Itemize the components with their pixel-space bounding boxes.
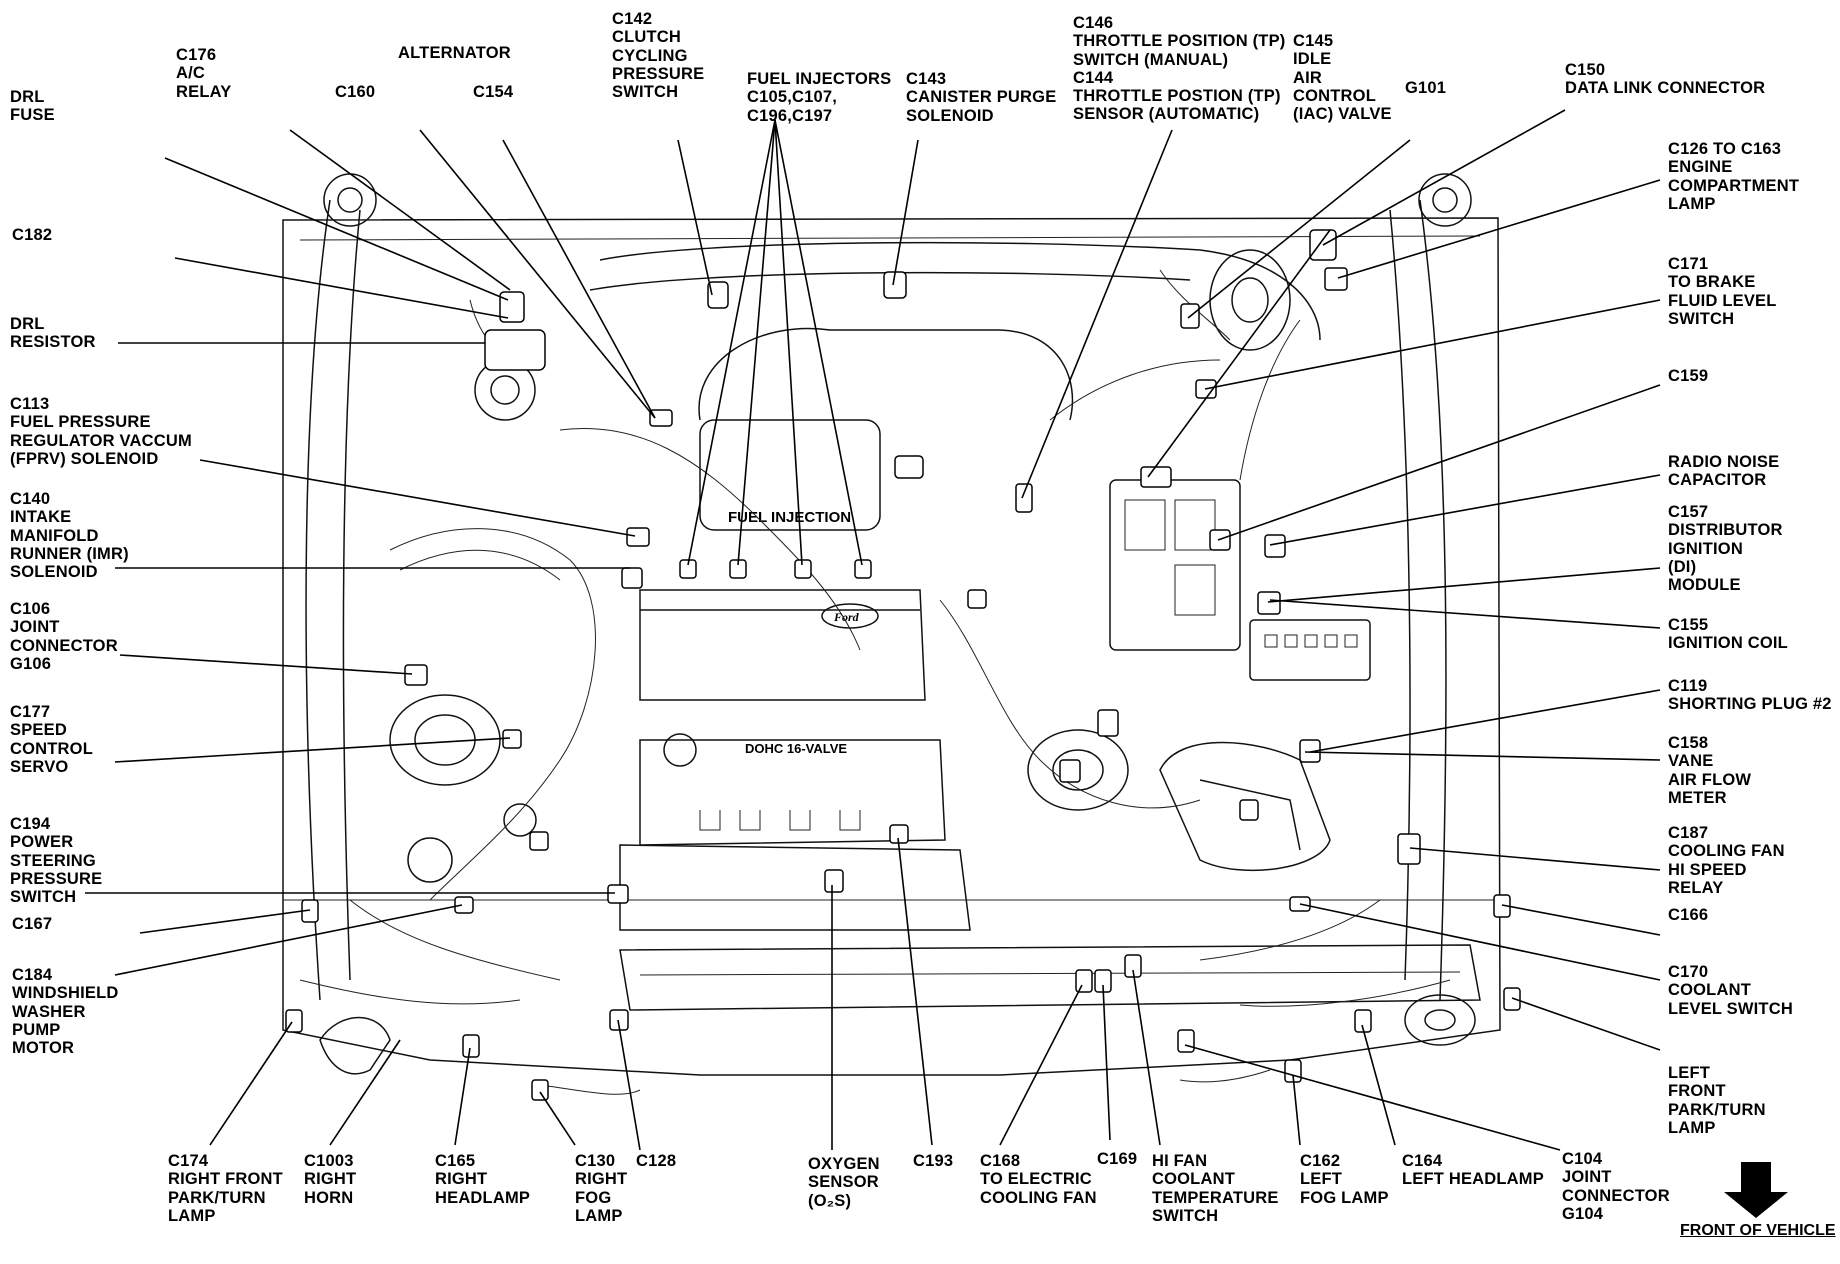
fuel-injection-text: FUEL INJECTION [728,509,851,526]
label-c160: C160 [335,83,376,101]
label-c154: C154 [473,83,514,101]
label-c193: C193 [913,1152,954,1170]
label-c159: C159 [1668,367,1709,385]
label-g101: G101 [1405,79,1447,97]
front-of-vehicle-label: FRONT OF VEHICLE [1680,1222,1836,1239]
leader-lines [85,109,1661,1151]
label-c128: C128 [636,1152,677,1170]
label-alternator: ALTERNATOR [398,44,511,62]
label-c167: C167 [12,915,53,933]
dohc-text: DOHC 16-VALVE [745,741,847,756]
front-arrow-icon [1724,1162,1788,1218]
connector-symbols [285,229,1521,1101]
engine-compartment-art: FUEL INJECTION Ford DOHC 16-VALVE [282,173,1501,1095]
ford-logo-text: Ford [833,610,860,624]
label-c182: C182 [12,226,53,244]
label-c166: C166 [1668,906,1709,924]
label-c169: C169 [1097,1150,1138,1168]
